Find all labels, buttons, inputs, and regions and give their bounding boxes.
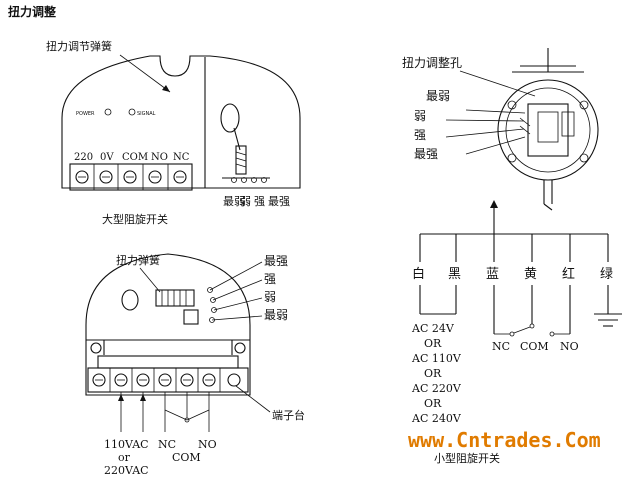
arrow-icon — [140, 394, 146, 401]
power-led-label: POWER — [76, 111, 95, 117]
contact-label: NO — [560, 340, 579, 353]
terminal-label: NO — [151, 152, 168, 163]
contact-label: NC — [492, 340, 510, 353]
strength-label: 强 — [414, 128, 426, 142]
strength-label: 最强 — [268, 195, 290, 208]
voltage-label: AC 110V — [411, 352, 462, 365]
watermark: www.Cntrades.Com — [408, 428, 601, 452]
terminal-screw — [99, 170, 113, 184]
voltage-label: AC 240V — [411, 412, 462, 425]
wire-color-label: 绿 — [600, 267, 613, 282]
terminal-screw — [158, 373, 172, 387]
voltage-label: AC 220V — [411, 382, 462, 395]
small-switch-diagram: 扭力调整孔 最弱 弱 强 最强 — [402, 48, 622, 465]
caption-small: 小型阻旋开关 — [434, 451, 500, 465]
voltage-label: OR — [424, 367, 442, 380]
signal-led-label: SIGNAL — [137, 111, 156, 117]
large-switch-diagram: POWER SIGNAL 扭力调节弹簧 — [46, 39, 301, 226]
strength-label: 最强 — [264, 254, 288, 268]
supply-label: 220VAC — [104, 464, 149, 477]
terminal-screw — [75, 170, 89, 184]
terminal-screw — [123, 170, 137, 184]
voltage-label: AC 24V — [411, 322, 455, 335]
page-title: 扭力调整 — [8, 4, 56, 19]
terminal-screw — [114, 373, 128, 387]
wire-color-label: 黄 — [524, 267, 537, 282]
strength-label: 强 — [254, 195, 265, 208]
contact-label: NC — [158, 438, 176, 451]
terminal-label: NC — [173, 152, 190, 163]
arrow-icon — [162, 85, 170, 92]
contact-label: COM — [520, 340, 549, 353]
terminal-block — [87, 367, 249, 393]
wire-color-label: 蓝 — [486, 267, 499, 282]
torque-spring — [155, 289, 195, 307]
terminal-screw — [92, 373, 106, 387]
contact-label: COM — [172, 451, 201, 464]
supply-label: 110VAC — [104, 438, 149, 451]
ground-icon — [594, 313, 622, 327]
strength-label: 弱 — [264, 290, 276, 304]
terminal-screw — [148, 170, 162, 184]
contact-label: NO — [198, 438, 217, 451]
signal-led — [128, 108, 136, 116]
supply-label: or — [118, 451, 131, 464]
voltage-label: OR — [424, 397, 442, 410]
terminal-block — [69, 163, 193, 191]
terminal-label: COM — [122, 152, 148, 163]
wire-color-label: 红 — [562, 266, 575, 282]
strength-label: 最弱 — [223, 195, 245, 208]
torque-spring — [235, 145, 247, 175]
terminal-screw — [136, 373, 150, 387]
strength-label: 弱 — [414, 109, 426, 123]
voltage-label: OR — [424, 337, 442, 350]
terminal-block-label: 端子台 — [272, 408, 305, 422]
arrow-icon — [490, 200, 498, 208]
terminal-screw — [227, 373, 241, 387]
terminal-screw — [180, 373, 194, 387]
spring-label: 扭力弹簧 — [116, 253, 160, 267]
wire-color-label: 白 — [412, 266, 425, 282]
power-led — [104, 108, 112, 116]
strength-label: 最弱 — [426, 89, 450, 103]
terminal-label: 220 — [74, 152, 93, 163]
strength-label: 弱 — [240, 195, 251, 208]
hole-label: 扭力调整孔 — [402, 55, 462, 70]
terminal-screw — [202, 373, 216, 387]
strength-label: 强 — [264, 272, 276, 286]
strength-label: 最弱 — [264, 308, 288, 322]
caption-large: 大型阻旋开关 — [102, 212, 168, 226]
terminal-screw — [173, 170, 187, 184]
spring-label: 扭力调节弹簧 — [46, 39, 112, 53]
wire-color-label: 黑 — [448, 267, 461, 282]
terminal-label: 0V — [100, 152, 114, 163]
spring-switch-diagram: 扭力弹簧 最强 强 弱 最弱 — [85, 253, 305, 477]
arrow-icon — [118, 394, 124, 401]
strength-label: 最强 — [414, 147, 438, 161]
